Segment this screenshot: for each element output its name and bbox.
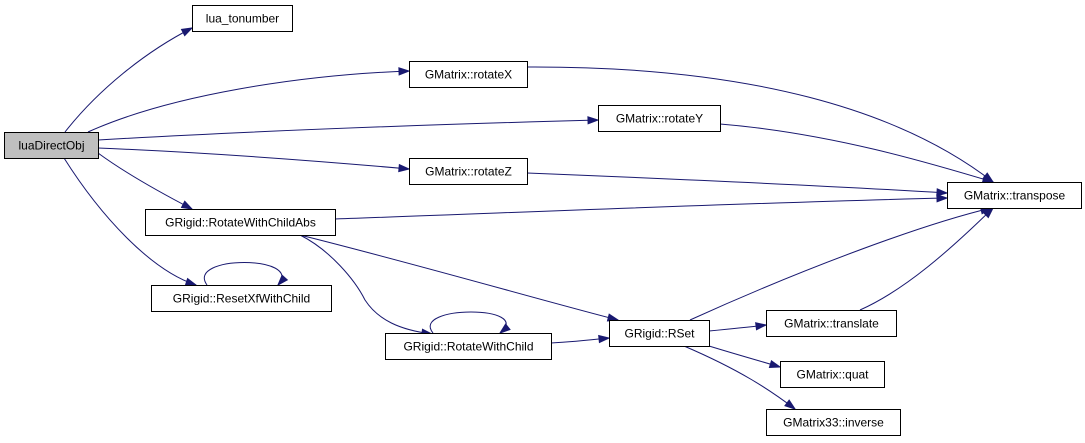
node-box[interactable] xyxy=(598,105,721,132)
node-label: GMatrix::rotateX xyxy=(425,68,512,82)
node-rotate-x[interactable]: GMatrix::rotateX xyxy=(409,61,528,88)
node-translate[interactable]: GMatrix::translate xyxy=(766,310,897,337)
edge-rotate-with-child-to-rset xyxy=(550,334,611,344)
edge-line xyxy=(299,234,433,335)
node-box[interactable] xyxy=(409,61,528,88)
arrowhead xyxy=(755,322,768,331)
edge-line xyxy=(203,262,283,286)
node-label: GMatrix::quat xyxy=(796,368,869,382)
node-label: GMatrix::translate xyxy=(784,317,879,331)
arrowhead xyxy=(498,323,511,334)
edge-line xyxy=(64,27,193,133)
node-box[interactable] xyxy=(780,361,885,388)
arrowhead xyxy=(276,274,289,287)
node-quat[interactable]: GMatrix::quat xyxy=(780,361,885,388)
node-box[interactable] xyxy=(385,333,552,360)
node-box[interactable] xyxy=(766,409,901,436)
edge-lua-direct-obj-to-rotate-z xyxy=(97,147,411,173)
edge-rotate-y-to-transpose xyxy=(719,123,995,183)
arrowhead xyxy=(784,399,797,410)
node-box[interactable] xyxy=(192,5,293,32)
edge-rotate-with-child-abs-to-rset xyxy=(299,234,620,322)
edge-line xyxy=(97,119,599,141)
node-box[interactable] xyxy=(151,285,332,312)
node-label: GRigid::RotateWithChild xyxy=(403,340,533,354)
nodes-layer: luaDirectObj lua_tonumberGMatrix::rotateX… xyxy=(4,5,1082,436)
node-transpose[interactable]: GMatrix::transpose xyxy=(947,182,1082,209)
edge-line xyxy=(526,172,948,194)
edge-line xyxy=(526,66,994,183)
edge-rset-to-translate xyxy=(708,322,768,332)
edge-rset-to-transpose xyxy=(689,206,993,321)
arrowhead xyxy=(180,27,194,37)
edge-line xyxy=(63,157,197,286)
edge-line xyxy=(683,345,796,410)
edge-line xyxy=(97,147,410,170)
edge-line xyxy=(859,207,994,311)
arrowhead xyxy=(768,359,782,369)
node-label: GMatrix::transpose xyxy=(964,189,1066,203)
edge-line xyxy=(334,197,948,220)
node-lua-direct-obj[interactable]: luaDirectObj xyxy=(4,132,99,159)
node-box[interactable] xyxy=(947,182,1082,209)
node-label: GRigid::RotateWithChildAbs xyxy=(165,216,316,230)
arrowhead xyxy=(180,200,194,210)
node-box[interactable] xyxy=(409,158,528,185)
node-label: GMatrix::rotateZ xyxy=(425,165,512,179)
edge-lua-direct-obj-to-rotate-with-child-abs xyxy=(97,152,194,210)
arrowhead xyxy=(184,277,198,286)
arrowhead xyxy=(398,163,411,173)
node-rotate-with-child-abs[interactable]: GRigid::RotateWithChildAbs xyxy=(145,209,336,236)
edge-line xyxy=(708,345,781,368)
node-inverse[interactable]: GMatrix33::inverse xyxy=(766,409,901,436)
node-box[interactable] xyxy=(4,132,99,159)
node-box[interactable] xyxy=(766,310,897,337)
edge-rotate-with-child-to-rotate-with-child xyxy=(429,311,511,334)
node-box[interactable] xyxy=(609,320,710,347)
node-label: GRigid::ResetXfWithChild xyxy=(173,292,310,306)
edge-reset-xf-with-child-to-reset-xf-with-child xyxy=(203,262,289,287)
node-label: luaDirectObj xyxy=(18,139,84,153)
edge-lua-direct-obj-to-rotate-x xyxy=(87,67,411,133)
edges-layer xyxy=(63,27,995,410)
edge-rotate-with-child-abs-to-transpose xyxy=(334,194,949,220)
node-lua-tonumber[interactable]: lua_tonumber xyxy=(192,5,293,32)
node-label: GRigid::RSet xyxy=(624,327,695,341)
node-label: lua_tonumber xyxy=(206,12,279,26)
arrowhead xyxy=(982,206,995,219)
edge-rotate-z-to-transpose xyxy=(526,172,949,197)
edge-rset-to-inverse xyxy=(683,345,797,410)
node-label: GMatrix::rotateY xyxy=(616,112,703,126)
arrowhead xyxy=(606,313,620,322)
node-rset[interactable]: GRigid::RSet xyxy=(609,320,710,347)
arrowhead xyxy=(587,116,600,125)
edge-line xyxy=(97,152,193,210)
edge-line xyxy=(719,123,994,183)
node-label: GMatrix33::inverse xyxy=(783,416,884,430)
edge-lua-direct-obj-to-rotate-y xyxy=(97,116,600,141)
edge-line xyxy=(689,207,992,321)
edge-rotate-x-to-transpose xyxy=(526,66,995,183)
edge-line xyxy=(299,234,619,321)
edge-lua-direct-obj-to-lua-tonumber xyxy=(64,27,194,133)
node-rotate-z[interactable]: GMatrix::rotateZ xyxy=(409,158,528,185)
edge-line xyxy=(87,70,410,133)
node-rotate-with-child[interactable]: GRigid::RotateWithChild xyxy=(385,333,552,360)
edge-rset-to-quat xyxy=(708,345,782,369)
edge-line xyxy=(429,311,507,334)
arrowhead xyxy=(398,67,411,76)
node-rotate-y[interactable]: GMatrix::rotateY xyxy=(598,105,721,132)
arrowhead xyxy=(936,188,949,197)
node-box[interactable] xyxy=(145,209,336,236)
edge-translate-to-transpose xyxy=(859,206,995,311)
arrowhead xyxy=(598,334,611,344)
node-reset-xf-with-child[interactable]: GRigid::ResetXfWithChild xyxy=(151,285,332,312)
arrowhead xyxy=(936,194,949,203)
